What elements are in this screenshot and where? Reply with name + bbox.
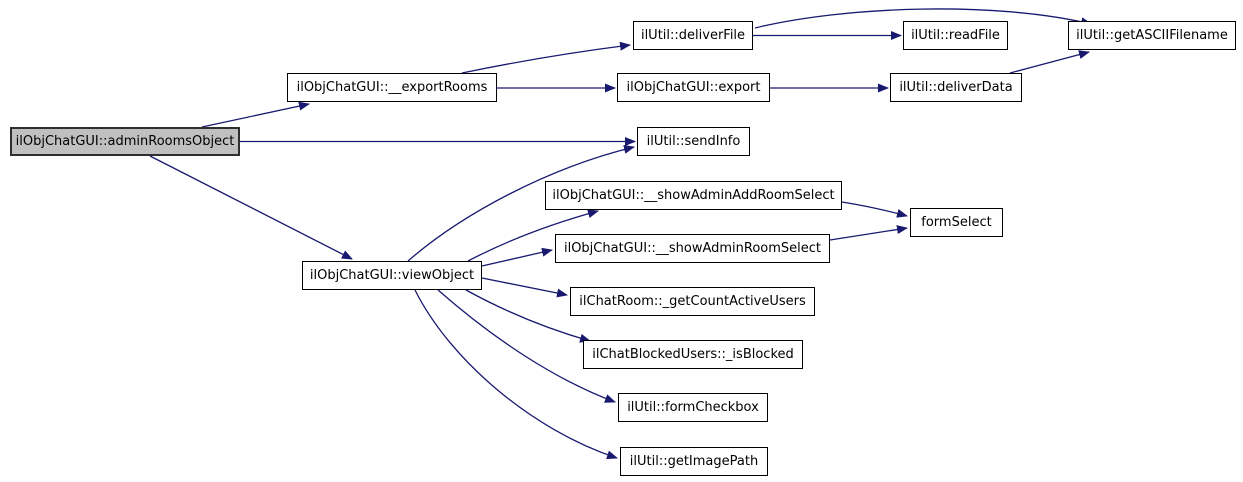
node-isBlocked[interactable]: ilChatBlockedUsers::_isBlocked (583, 340, 803, 369)
node-viewObject[interactable]: ilObjChatGUI::viewObject (302, 261, 482, 290)
edge-adminRoomsObject-to-viewObject (149, 155, 353, 260)
node-getCountActiveUsers[interactable]: ilChatRoom::_getCountActiveUsers (570, 287, 815, 316)
node-readFile[interactable]: ilUtil::readFile (903, 21, 1008, 50)
edge-adminRoomsObject-to-exportRooms (201, 101, 310, 128)
edge-deliverData-to-getASCIIFilename (1009, 50, 1090, 74)
node-sendInfo[interactable]: ilUtil::sendInfo (637, 127, 750, 156)
node-formSelect[interactable]: formSelect (910, 208, 1003, 237)
node-export[interactable]: ilObjChatGUI::export (617, 73, 770, 102)
node-getASCIIFilename[interactable]: ilUtil::getASCIIFilename (1068, 21, 1236, 50)
edge-viewObject-to-showAdminAddRoomSelect (467, 209, 599, 262)
edge-viewObject-to-isBlocked (465, 289, 591, 343)
edge-deliverFile-to-getASCIIFilename (754, 8, 1092, 29)
edge-exportRooms-to-deliverFile (461, 41, 631, 74)
node-deliverFile[interactable]: ilUtil::deliverFile (633, 21, 753, 50)
edge-viewObject-to-getImagePath (414, 289, 618, 460)
node-getImagePath[interactable]: ilUtil::getImagePath (620, 447, 768, 476)
edge-showAdminAddRoomSelect-to-formSelect (841, 201, 908, 218)
node-formCheckbox[interactable]: ilUtil::formCheckbox (618, 393, 768, 422)
edge-showAdminRoomSelect-to-formSelect (829, 225, 908, 241)
edge-viewObject-to-getCountActiveUsers (481, 277, 568, 298)
node-adminRoomsObject[interactable]: ilObjChatGUI::adminRoomsObject (10, 127, 240, 156)
edge-viewObject-to-formCheckbox (437, 289, 616, 403)
node-exportRooms[interactable]: ilObjChatGUI::__exportRooms (287, 73, 497, 102)
edge-viewObject-to-sendInfo (407, 145, 635, 262)
node-showAdminRoomSelect[interactable]: ilObjChatGUI::__showAdminRoomSelect (555, 234, 830, 263)
edge-viewObject-to-showAdminRoomSelect (481, 247, 553, 267)
node-deliverData[interactable]: ilUtil::deliverData (890, 73, 1022, 102)
node-showAdminAddRoomSelect[interactable]: ilObjChatGUI::__showAdminAddRoomSelect (545, 181, 842, 210)
